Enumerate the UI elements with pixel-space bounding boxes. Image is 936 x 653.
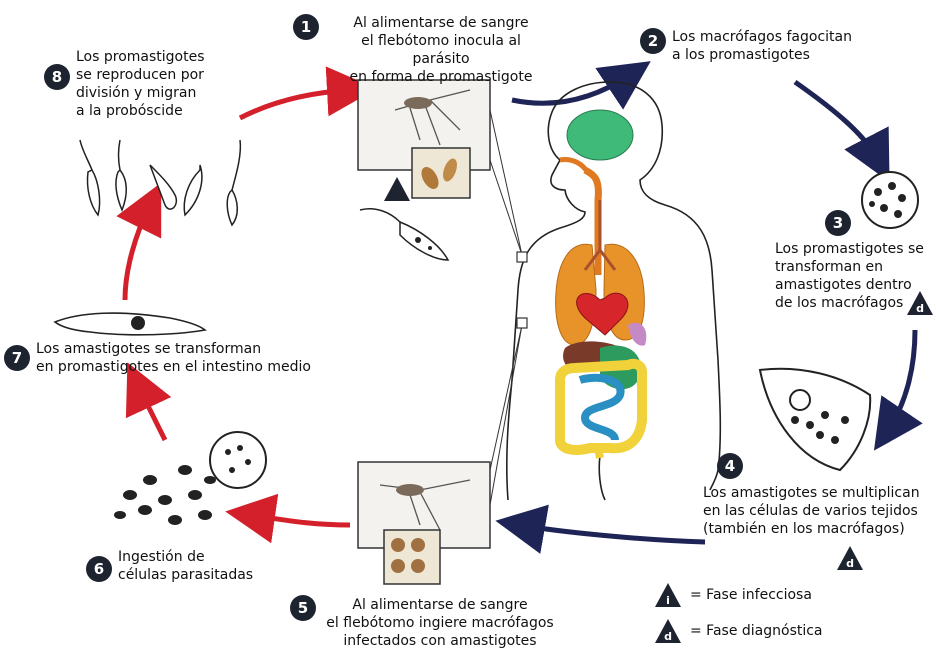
step-6-text: Ingestión de células parasitadas bbox=[118, 548, 278, 584]
arrow-2-to-3 bbox=[795, 82, 878, 160]
step-1-text: Al alimentarse de sangre el flebótomo in… bbox=[336, 14, 546, 86]
step-4-line-1: Los amastigotes se multiplican bbox=[703, 484, 933, 502]
bite-site-upper bbox=[517, 252, 527, 262]
arrow-8-to-1 bbox=[240, 90, 352, 118]
arrow-3-to-4 bbox=[888, 330, 915, 430]
triangle-d-icon-legend: d bbox=[654, 618, 682, 644]
step-7-text: Los amastigotes se transforman en promas… bbox=[36, 340, 336, 376]
step-8-line-2: se reproducen por bbox=[76, 66, 246, 84]
transforming-cell-step-7 bbox=[55, 313, 205, 335]
step-4-text: Los amastigotes se multiplican en las cé… bbox=[703, 484, 933, 538]
brain bbox=[567, 110, 633, 160]
connector-5-body-b bbox=[490, 325, 522, 505]
legend-label-diagnostic: = Fase diagnóstica bbox=[690, 622, 823, 640]
step-2-line-1: Los macrófagos fagocitan bbox=[672, 28, 872, 46]
triangle-i-icon-legend: i bbox=[654, 582, 682, 608]
promastigote-step-1 bbox=[360, 209, 448, 260]
macrophage-step-3 bbox=[862, 172, 918, 228]
svg-text:d: d bbox=[916, 302, 924, 315]
step-8-badge: 8 bbox=[44, 64, 70, 90]
triangle-d-icon-step-4: d bbox=[836, 545, 864, 571]
step-3-badge: 3 bbox=[825, 210, 851, 236]
step-2-badge: 2 bbox=[640, 28, 666, 54]
step-6-badge: 6 bbox=[86, 556, 112, 582]
step-5-line-2: el flebótomo ingiere macrófagos bbox=[322, 614, 558, 632]
step-6-line-2: células parasitadas bbox=[118, 566, 278, 584]
step-7-badge: 7 bbox=[4, 345, 30, 371]
rectum bbox=[598, 448, 600, 458]
arrow-6-to-7 bbox=[138, 385, 165, 440]
step-8-line-1: Los promastigotes bbox=[76, 48, 246, 66]
infected-cells-step-4 bbox=[760, 369, 870, 470]
triangle-i-icon bbox=[383, 176, 411, 202]
step-4-line-2: en las células de varios tejidos bbox=[703, 502, 933, 520]
sandfly-photo-5 bbox=[358, 462, 490, 584]
connector-5-body bbox=[490, 325, 522, 470]
legend-label-infective: = Fase infecciosa bbox=[690, 586, 812, 604]
step-3-line-1: Los promastigotes se bbox=[775, 240, 935, 258]
step-5-badge: 5 bbox=[290, 595, 316, 621]
triangle-d-icon-step-3: d bbox=[906, 290, 934, 316]
spleen bbox=[628, 323, 646, 346]
step-6-line-1: Ingestión de bbox=[118, 548, 278, 566]
step-1-line-2: el flebótomo inocula al parásito bbox=[336, 32, 546, 68]
legend-symbol-diagnostic: d bbox=[664, 630, 672, 643]
legend-symbol-infective: i bbox=[666, 594, 670, 607]
step-4-line-3: (también en los macrófagos) bbox=[703, 520, 933, 538]
nasal-cavity bbox=[560, 159, 586, 170]
bite-site-lower bbox=[517, 318, 527, 328]
step-2-line-2: a los promastigotes bbox=[672, 46, 872, 64]
step-1-line-1: Al alimentarse de sangre bbox=[336, 14, 546, 32]
step-7-line-1: Los amastigotes se transforman bbox=[36, 340, 336, 358]
ingested-cells-step-6 bbox=[114, 432, 266, 525]
arrow-7-to-8 bbox=[125, 205, 150, 300]
arrow-4-to-5 bbox=[520, 525, 705, 542]
connector-1-body-b bbox=[490, 160, 522, 255]
step-2-text: Los macrófagos fagocitan a los promastig… bbox=[672, 28, 872, 64]
step-4-badge: 4 bbox=[717, 453, 743, 479]
step-7-line-2: en promastigotes en el intestino medio bbox=[36, 358, 336, 376]
arrow-5-to-6 bbox=[250, 515, 350, 525]
promastigotes-step-8 bbox=[80, 140, 240, 225]
step-1-line-3: en forma de promastigote bbox=[336, 68, 546, 86]
step-1-badge: 1 bbox=[293, 14, 319, 40]
sandfly-photo-1 bbox=[358, 80, 490, 198]
svg-text:d: d bbox=[846, 557, 854, 570]
step-3-line-2: transforman en bbox=[775, 258, 935, 276]
step-5-line-3: infectados con amastigotes bbox=[322, 632, 558, 650]
connector-1-body bbox=[490, 110, 522, 255]
step-8-text: Los promastigotes se reproducen por divi… bbox=[76, 48, 246, 120]
step-5-text: Al alimentarse de sangre el flebótomo in… bbox=[322, 596, 558, 650]
step-5-line-1: Al alimentarse de sangre bbox=[322, 596, 558, 614]
step-8-line-3: división y migran bbox=[76, 84, 246, 102]
step-8-line-4: a la probóscide bbox=[76, 102, 246, 120]
